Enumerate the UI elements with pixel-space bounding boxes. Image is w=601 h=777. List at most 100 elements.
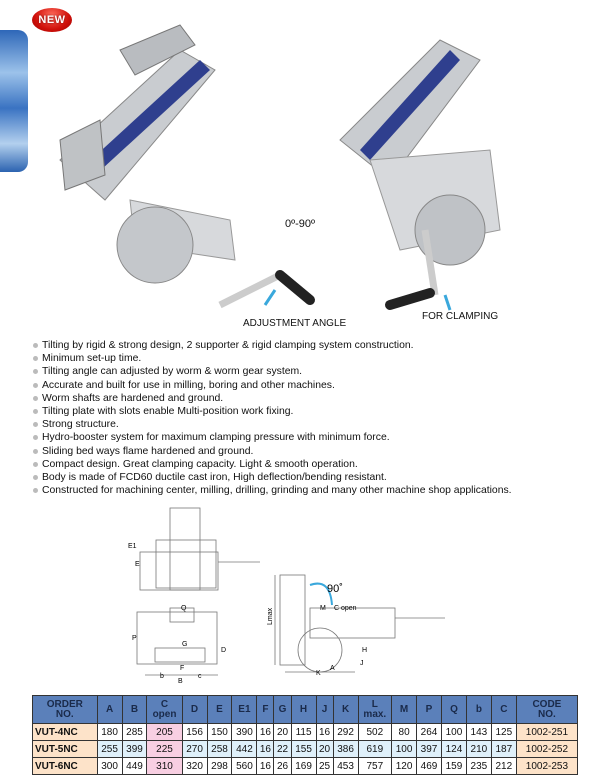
column-header-text: P	[425, 703, 433, 715]
table-cell: 560	[231, 757, 258, 775]
table-cell: 115	[290, 723, 317, 741]
table-cell: 757	[357, 757, 393, 775]
feature-list: Tilting by rigid & strong design, 2 supp…	[32, 339, 512, 497]
table-cell: 125	[490, 723, 517, 741]
column-header: b	[465, 695, 492, 724]
table-cell: 169	[290, 757, 317, 775]
table-cell: 20	[315, 740, 334, 758]
column-header-text: M	[399, 703, 409, 715]
table-cell: 310	[146, 757, 183, 775]
product-photos	[59, 24, 501, 311]
column-header-text: Q	[450, 703, 458, 715]
table-cell: 285	[121, 723, 148, 741]
table-cell: 25	[315, 757, 334, 775]
table-cell: 26	[273, 757, 292, 775]
dim-b: b	[160, 673, 164, 680]
dim-A: A	[330, 665, 335, 672]
table-cell: 442	[231, 740, 258, 758]
order-no-cell: VUT-5NC	[32, 740, 98, 758]
column-header: J	[315, 695, 334, 724]
dim-C-open: C open	[334, 605, 357, 612]
column-header: P	[416, 695, 442, 724]
column-header: K	[332, 695, 359, 724]
table-cell: 619	[357, 740, 393, 758]
table-cell: 469	[416, 757, 442, 775]
column-header-text: NO.	[538, 708, 556, 720]
column-header: Q	[440, 695, 467, 724]
dim-M: M	[320, 605, 326, 612]
table-cell: 386	[332, 740, 359, 758]
table-cell: 16	[256, 740, 275, 758]
table-cell: 235	[465, 757, 492, 775]
column-header: E1	[231, 695, 258, 724]
column-header-text: C	[160, 698, 169, 710]
table-cell: 270	[181, 740, 208, 758]
dim-Q: Q	[181, 605, 187, 612]
column-header-text: C	[500, 703, 508, 715]
dim-D: D	[221, 647, 226, 654]
column-header-text: G	[278, 703, 287, 715]
table-cell: 180	[96, 723, 123, 741]
dim-Lmax: Lmax	[267, 607, 274, 625]
column-header-text: F	[262, 703, 269, 715]
tilt-angle-label: 0º-90º	[285, 218, 316, 230]
feature-item: Sliding bed ways flame hardened and grou…	[32, 445, 512, 458]
table-cell: 100	[440, 723, 467, 741]
feature-item: Minimum set-up time.	[32, 352, 512, 365]
technical-drawing: E1 E Q P G D F b B c Lmax M C open 90˚ H…	[128, 507, 445, 685]
table-cell: 292	[332, 723, 359, 741]
code-no-cell: 1002-252	[515, 740, 579, 758]
feature-item: Hydro-booster system for maximum clampin…	[32, 431, 512, 444]
table-cell: 156	[181, 723, 208, 741]
feature-item: Constructed for machining center, millin…	[32, 484, 512, 497]
column-header-text: A	[105, 703, 114, 715]
dim-H: H	[362, 647, 367, 654]
table-cell: 155	[290, 740, 317, 758]
adjustment-angle-label: ADJUSTMENT ANGLE	[243, 318, 347, 329]
table-cell: 16	[315, 723, 334, 741]
column-header: H	[290, 695, 317, 724]
table-cell: 80	[391, 723, 418, 741]
column-header: A	[96, 695, 123, 724]
column-header: G	[273, 695, 292, 724]
table-cell: 390	[231, 723, 258, 741]
dim-E1: E1	[128, 543, 137, 550]
column-header-text: D	[190, 703, 199, 715]
feature-item: Tilting by rigid & strong design, 2 supp…	[32, 339, 512, 352]
table-cell: 300	[96, 757, 123, 775]
column-header-text: CODE	[532, 698, 562, 710]
column-header: B	[121, 695, 148, 724]
table-cell: 212	[490, 757, 517, 775]
table-cell: 159	[440, 757, 467, 775]
table-cell: 20	[273, 723, 292, 741]
table-cell: 124	[440, 740, 467, 758]
column-header-text: E	[216, 703, 223, 715]
new-badge: NEW	[32, 8, 72, 32]
column-header-text: NO.	[55, 708, 74, 720]
table-cell: 449	[121, 757, 148, 775]
dim-c: c	[198, 673, 202, 680]
dim-K: K	[316, 670, 321, 677]
table-cell: 22	[273, 740, 292, 758]
column-header: M	[391, 695, 418, 724]
table-cell: 120	[391, 757, 418, 775]
feature-item: Tilting angle can adjusted by worm & wor…	[32, 365, 512, 378]
code-no-cell: 1002-251	[515, 723, 579, 741]
table-cell: 399	[121, 740, 148, 758]
column-header-text: max.	[363, 708, 387, 720]
column-header: E	[206, 695, 233, 724]
side-thumbnail-strip	[0, 30, 28, 172]
table-cell: 225	[146, 740, 183, 758]
table-cell: 187	[490, 740, 517, 758]
table-cell: 205	[146, 723, 183, 741]
feature-item: Tilting plate with slots enable Multi-po…	[32, 405, 512, 418]
feature-item: Strong structure.	[32, 418, 512, 431]
code-no-cell: 1002-253	[515, 757, 579, 775]
